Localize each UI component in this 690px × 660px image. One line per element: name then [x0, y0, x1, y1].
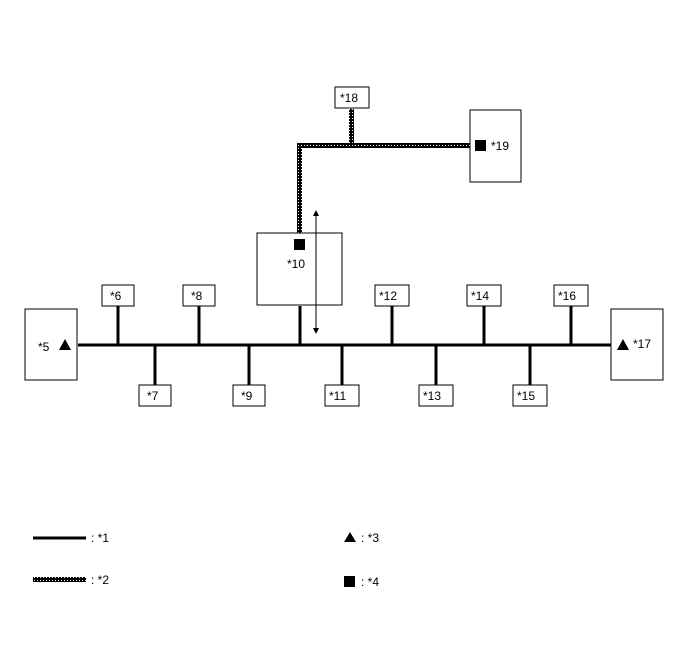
node-box-14	[466, 284, 502, 307]
legend-solid-line-label: : *1	[91, 531, 109, 545]
node-label-11: *11	[329, 389, 346, 403]
triangle-icon	[617, 339, 629, 350]
node-label-9: *9	[241, 389, 253, 403]
square-icon	[475, 140, 486, 151]
square-icon	[344, 576, 355, 587]
node-label-7: *7	[147, 389, 159, 403]
legend-square-label: : *4	[361, 575, 379, 589]
node-box-18	[334, 86, 370, 109]
node-label-16: *16	[558, 289, 576, 303]
triangle-icon	[344, 532, 356, 542]
dotted-link-vertical-18	[349, 109, 354, 145]
triangle-icon	[59, 339, 71, 350]
node-label-5: *5	[38, 340, 50, 354]
square-icon	[294, 239, 305, 250]
node-box-8	[182, 284, 216, 307]
node-label-12: *12	[379, 289, 397, 303]
node-label-8: *8	[191, 289, 203, 303]
node-label-13: *13	[423, 389, 441, 403]
node-box-16	[553, 284, 589, 307]
node-box-5	[24, 308, 78, 381]
node-box-11	[324, 384, 360, 407]
node-box-15	[512, 384, 548, 407]
legend: : *1 : *2 : *3 : *4	[33, 531, 379, 589]
node-label-6: *6	[110, 289, 122, 303]
node-box-7	[138, 384, 172, 407]
node-label-17: *17	[633, 337, 651, 351]
node-label-19: *19	[491, 139, 509, 153]
dotted-link-vertical-10	[297, 145, 302, 235]
node-box-13	[418, 384, 454, 407]
legend-triangle-label: : *3	[361, 531, 379, 545]
node-label-14: *14	[471, 289, 489, 303]
node-label-10: *10	[287, 257, 305, 271]
node-box-17	[610, 308, 664, 381]
node-box-9	[232, 384, 266, 407]
node-label-15: *15	[517, 389, 535, 403]
node-box-6	[101, 284, 135, 307]
legend-dotted-line-label: : *2	[91, 573, 109, 587]
dotted-link-horizontal	[297, 143, 472, 148]
legend-dotted-line-swatch	[33, 577, 86, 582]
node-box-12	[374, 284, 410, 307]
node-label-18: *18	[340, 91, 358, 105]
